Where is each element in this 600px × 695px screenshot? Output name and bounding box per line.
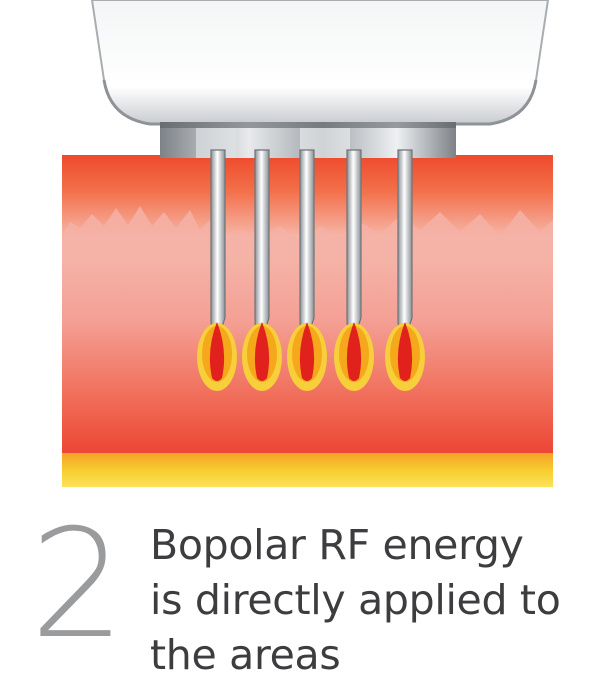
- needle: [346, 149, 362, 353]
- rf-needle-diagram: [62, 0, 553, 487]
- step-number: 2: [30, 498, 126, 672]
- caption-line: the areas: [150, 631, 341, 679]
- needle: [210, 149, 226, 353]
- needle: [397, 149, 413, 353]
- fat-layer: [62, 453, 553, 487]
- caption-line: Bopolar RF energy: [150, 521, 524, 569]
- needle: [299, 149, 315, 353]
- heat-zone: [197, 322, 237, 391]
- rf-heat-zones: [197, 322, 425, 391]
- step-caption: Bopolar RF energy is directly applied to…: [150, 518, 590, 683]
- heat-zone: [334, 322, 374, 391]
- handpiece: [90, 0, 550, 158]
- heat-zone: [385, 322, 425, 391]
- heat-zone: [287, 322, 327, 391]
- heat-zone: [242, 322, 282, 391]
- needles: [210, 149, 413, 353]
- caption-line: is directly applied to: [150, 576, 561, 624]
- needle: [254, 149, 270, 353]
